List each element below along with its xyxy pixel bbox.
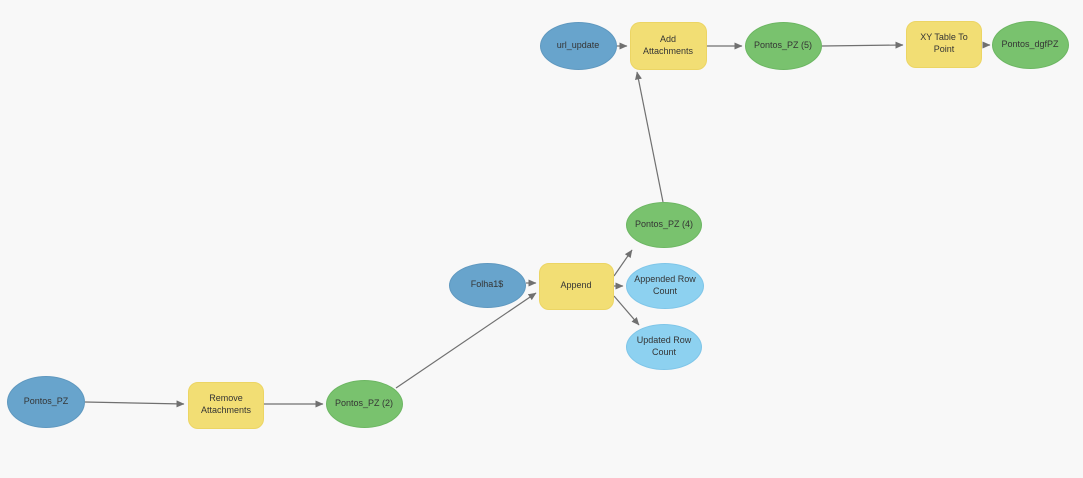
node-pontos_pz_5[interactable]: Pontos_PZ (5) <box>744 22 822 70</box>
node-label: Pontos_dgfPZ <box>1001 39 1059 50</box>
node-append[interactable]: Append <box>538 262 614 310</box>
node-updated_row_count[interactable]: Updated Row Count <box>626 324 702 370</box>
connector-pontos_pz-to-remove_attachments[interactable] <box>84 400 185 408</box>
node-pontos_pz[interactable]: Pontos_PZ <box>7 376 85 428</box>
node-pontos_pz_4[interactable]: Pontos_PZ (4) <box>626 202 702 248</box>
node-label: Updated Row Count <box>636 335 692 357</box>
node-label: Pontos_PZ (2) <box>334 398 394 409</box>
node-remove_attachments[interactable]: Remove Attachments <box>188 381 264 429</box>
node-label: XY Table To Point <box>920 32 968 54</box>
connector-append-to-updated_row_count[interactable] <box>613 295 640 326</box>
node-label: Add Attachments <box>642 34 694 56</box>
node-label: Pontos_PZ <box>23 396 69 407</box>
node-url_update[interactable]: url_update <box>539 22 617 70</box>
connector-pontos_pz_5-to-xy_table_to_point[interactable] <box>821 41 904 49</box>
node-appended_row_count[interactable]: Appended Row Count <box>626 263 704 309</box>
node-xy_table_to_point[interactable]: XY Table To Point <box>906 20 982 68</box>
node-label: Remove Attachments <box>200 393 252 415</box>
node-folha1s[interactable]: Folha1$ <box>448 262 526 308</box>
connector-pontos_pz_4-to-add_attachments[interactable] <box>635 71 664 203</box>
edges-group <box>84 41 991 408</box>
connector-append-to-pontos_pz_4[interactable] <box>613 249 633 277</box>
node-label: Append <box>560 280 592 291</box>
node-label: Pontos_PZ (4) <box>634 219 694 230</box>
node-pontos_dgfpz[interactable]: Pontos_dgfPZ <box>991 21 1069 69</box>
node-add_attachments[interactable]: Add Attachments <box>629 22 707 70</box>
node-label: Folha1$ <box>470 279 504 290</box>
node-label: Pontos_PZ (5) <box>753 40 813 51</box>
node-label: url_update <box>556 40 600 51</box>
connector-pontos_pz_2-to-append[interactable] <box>395 292 537 389</box>
node-label: Appended Row Count <box>634 274 696 296</box>
node-pontos_pz_2[interactable]: Pontos_PZ (2) <box>325 380 403 428</box>
